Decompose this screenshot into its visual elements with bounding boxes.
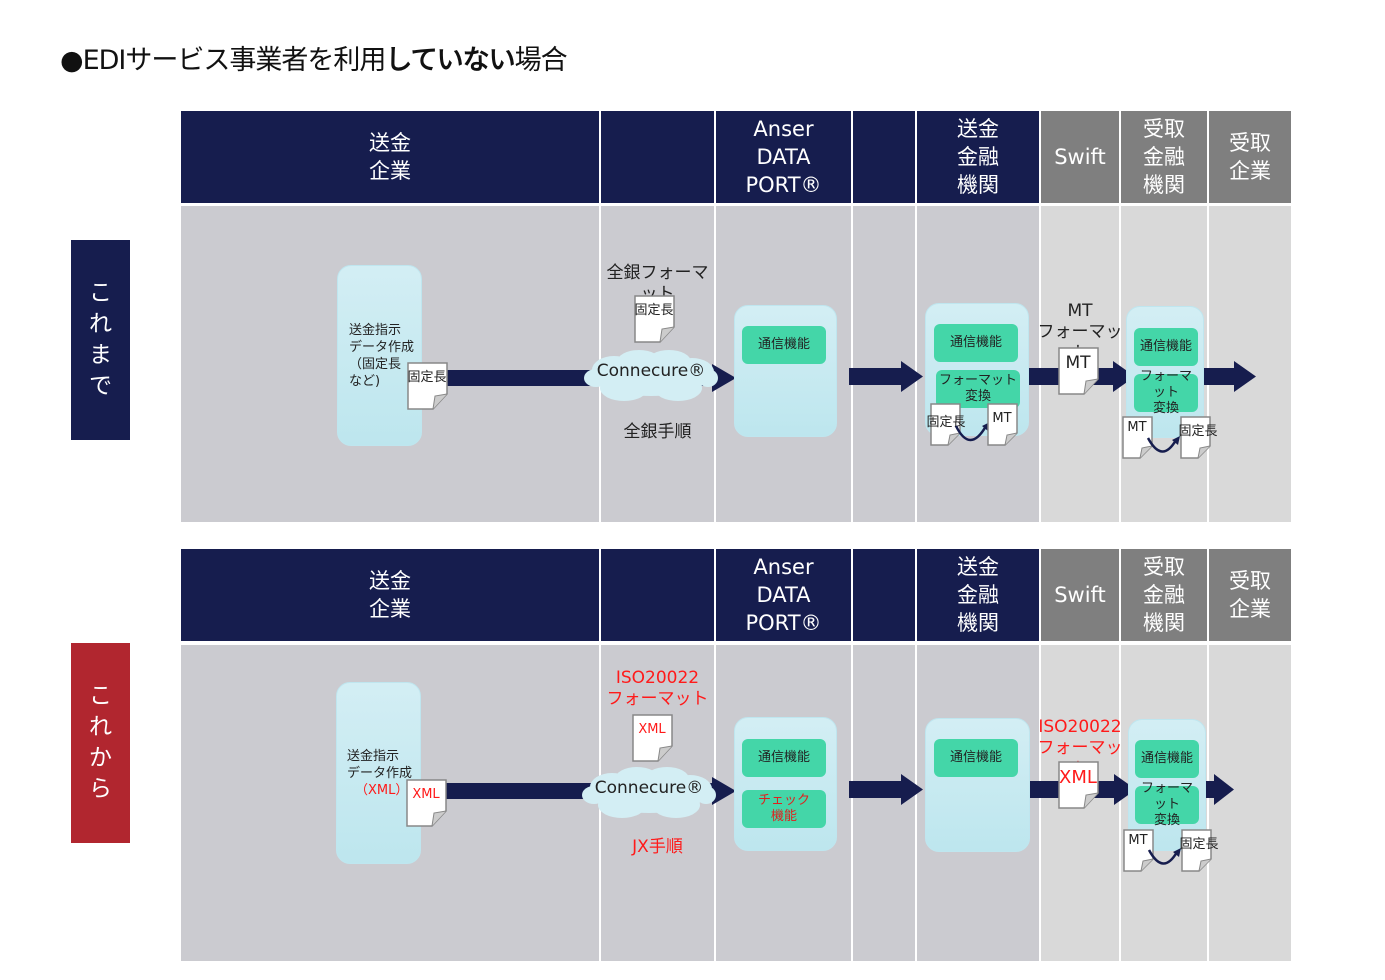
function-format-conversion: フォーマット 変換	[1135, 781, 1199, 828]
column-header-anser-data-port: Anser DATA PORT®	[716, 549, 851, 641]
lane-receiving-company	[1209, 645, 1291, 961]
side-char: れ	[89, 714, 112, 740]
column-header-receiving-company: 受取 企業	[1209, 549, 1291, 641]
sender-box-xml-highlight: （XML）	[355, 783, 409, 798]
side-char: こ	[89, 683, 112, 709]
column-header-sending-bank: 送金 金融 機関	[917, 549, 1039, 641]
column-header-sending-company: 送金 企業	[181, 111, 599, 203]
side-label-before: こ れ ま で	[71, 240, 130, 440]
function-communication: 通信機能	[934, 739, 1018, 777]
column-header-receiving-company: 受取 企業	[1209, 111, 1291, 203]
lane-receiving-company	[1209, 206, 1291, 522]
conversion-arrow-icon	[1146, 436, 1180, 453]
function-communication: 通信機能	[934, 324, 1018, 362]
document-icon-xml: XML	[632, 714, 673, 762]
function-format-conversion: フォーマット 変換	[936, 370, 1020, 408]
document-icon-mt: MT	[987, 403, 1027, 449]
cloud-icon	[584, 350, 718, 401]
document-icon-mt: MT	[1058, 347, 1099, 395]
column-header-receiving-bank: 受取 金融 機関	[1121, 111, 1207, 203]
side-char: ま	[89, 342, 112, 368]
side-char: で	[89, 373, 112, 399]
function-communication: 通信機能	[1134, 328, 1198, 366]
side-char: れ	[89, 311, 112, 337]
document-icon-mt: MT	[1123, 829, 1163, 875]
format-label-iso20022: ISO20022 フォーマット	[1037, 717, 1123, 779]
column-header-blank	[853, 549, 915, 641]
sender-system-box	[336, 682, 421, 864]
column-header-sending-company: 送金 企業	[181, 549, 599, 641]
function-communication: 通信機能	[1135, 740, 1199, 778]
lane-blank	[853, 645, 915, 961]
side-label-after: こ れ か ら	[71, 643, 130, 843]
function-check: チェック 機能	[742, 790, 826, 828]
cloud-icon	[582, 767, 716, 818]
function-format-conversion: フォーマット 変換	[1134, 369, 1198, 416]
side-char: こ	[89, 280, 112, 306]
page-title: ●EDIサービス事業者を利用していない場合	[60, 45, 568, 76]
side-char: ら	[89, 776, 112, 802]
protocol-label-zengin: 全銀手順	[623, 422, 692, 442]
document-icon-xml: XML	[1058, 761, 1099, 809]
flow-arrow-anser-to-bank	[849, 361, 923, 392]
column-header-sending-bank: 送金 金融 機関	[917, 111, 1039, 203]
side-char: か	[89, 745, 112, 771]
protocol-label-jx: JX手順	[632, 837, 683, 857]
document-icon-xml: XML	[406, 779, 447, 827]
column-header-blank	[853, 111, 915, 203]
document-icon-fixed-length: 固定長	[1179, 829, 1221, 875]
document-icon-fixed-length: 固定長	[1178, 416, 1220, 462]
column-header-swift: Swift	[1041, 549, 1119, 641]
flow-arrow-to-receiver	[1204, 361, 1256, 392]
column-header-swift: Swift	[1041, 111, 1119, 203]
flow-arrow-anser-to-bank	[849, 774, 923, 805]
column-header-receiving-bank: 受取 金融 機関	[1121, 549, 1207, 641]
document-icon-fixed-length: 固定長	[407, 362, 448, 410]
document-icon-mt: MT	[1122, 416, 1162, 462]
sender-box-text: 送金指示 データ作成 （固定長 など)	[349, 323, 415, 389]
anser-system-box	[734, 305, 837, 437]
connecure-cloud: Connecure®	[584, 348, 718, 404]
function-communication: 通信機能	[742, 326, 826, 364]
document-icon-fixed-length: 固定長	[634, 295, 675, 343]
conversion-arrow-icon	[1147, 848, 1181, 865]
column-header-anser-data-port: Anser DATA PORT®	[716, 111, 851, 203]
connecure-cloud: Connecure®	[582, 765, 716, 821]
sender-system-box	[337, 265, 422, 446]
function-communication: 通信機能	[742, 739, 826, 777]
format-label-iso20022: ISO20022 フォーマット	[606, 668, 709, 709]
column-header-network	[601, 111, 714, 203]
anser-system-box	[734, 717, 837, 851]
sender-box-text: 送金指示 データ作成	[347, 749, 413, 781]
flow-arrow-to-receiver	[1206, 774, 1234, 805]
column-header-network	[601, 549, 714, 641]
